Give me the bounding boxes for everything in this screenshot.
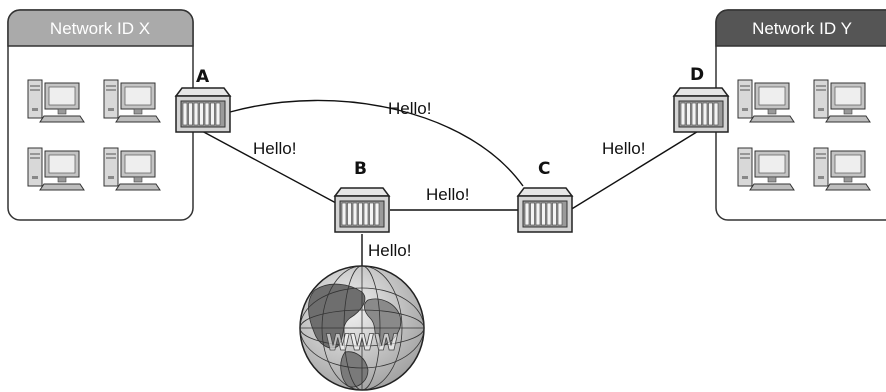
globe-icon: WWW — [299, 265, 425, 391]
router-c: C — [517, 159, 573, 233]
link-a-b — [199, 129, 337, 204]
router-d: D — [673, 65, 729, 133]
computer-icon — [27, 147, 85, 191]
router-icon — [175, 87, 231, 133]
computer-icon — [103, 147, 161, 191]
computer-icon — [813, 147, 871, 191]
computer-icon — [813, 79, 871, 123]
link-b-c-label: Hello! — [426, 185, 469, 204]
computer-icon — [737, 79, 795, 123]
link-a-c-label: Hello! — [388, 99, 431, 118]
network-y-title: Network ID Y — [752, 19, 852, 38]
computer-icon — [103, 79, 161, 123]
router-a-label: A — [196, 67, 210, 87]
router-icon — [334, 187, 390, 233]
computer-icon — [737, 147, 795, 191]
network-x-title: Network ID X — [50, 19, 150, 38]
router-b-label: B — [354, 159, 367, 179]
router-icon — [517, 187, 573, 233]
link-a-c — [229, 99, 524, 187]
network-x-header — [7, 9, 194, 47]
router-b: B — [334, 159, 390, 233]
router-icon — [673, 87, 729, 133]
computer-icon — [27, 79, 85, 123]
router-d-label: D — [690, 65, 704, 85]
network-x-box: Network ID X — [7, 9, 194, 221]
link-c-d — [569, 129, 701, 211]
internet-label: WWW — [326, 331, 399, 356]
router-a: A — [175, 67, 231, 133]
link-b-internet-label: Hello! — [368, 241, 411, 260]
link-c-d-label: Hello! — [602, 139, 645, 158]
network-y-box: Network ID Y — [715, 9, 886, 221]
link-a-b-label: Hello! — [253, 139, 296, 158]
router-c-label: C — [538, 159, 550, 179]
network-y-header — [715, 9, 886, 47]
